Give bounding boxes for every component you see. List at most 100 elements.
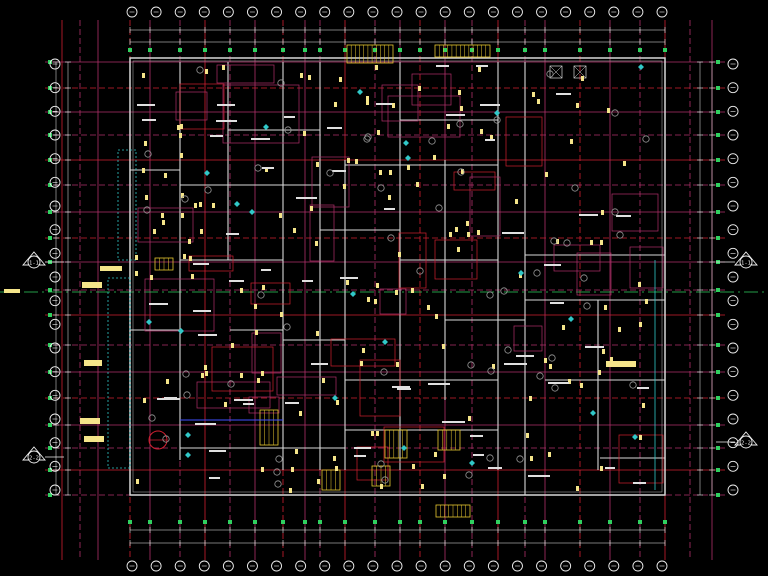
- axis-bubble-top: [367, 6, 379, 18]
- room-tag-block: [477, 230, 480, 235]
- annotation-text-bar: [302, 280, 313, 282]
- axis-bubble-left: [49, 413, 61, 425]
- dimension-node-marker: [523, 520, 527, 524]
- dimension-node-marker: [48, 313, 52, 317]
- equipment-tag-diamond: [568, 316, 574, 322]
- annotation-text-bar: [234, 399, 253, 401]
- room-tag-block: [334, 102, 337, 107]
- room-tag-block: [515, 199, 518, 204]
- room-tag-block: [375, 65, 378, 70]
- room-partition: [629, 246, 664, 289]
- room-partitions: [137, 64, 664, 484]
- dimension-node-marker: [48, 468, 52, 472]
- room-tag-block: [412, 464, 415, 469]
- annotation-text-bar: [502, 232, 524, 234]
- dimension-node-marker: [48, 343, 52, 347]
- equipment-tag-circle: [457, 168, 465, 176]
- dimension-node-marker: [398, 520, 402, 524]
- annotation-text-bar: [284, 116, 295, 118]
- room-tag-block: [240, 373, 243, 378]
- room-tag-block: [376, 431, 379, 436]
- room-tag-block: [254, 304, 257, 309]
- room-tag-block: [136, 479, 139, 484]
- axis-bubble-left: [49, 176, 61, 188]
- dimension-node-marker: [716, 370, 720, 374]
- room-tag-block: [310, 206, 313, 211]
- dimension-node-marker: [716, 86, 720, 90]
- room-tag-block: [529, 396, 532, 401]
- equipment-tag-circle: [284, 126, 292, 134]
- callout-label-block: [606, 361, 636, 367]
- annotation-text-bar: [261, 269, 271, 271]
- axis-bubble-top: [656, 6, 668, 18]
- room-tag-block: [295, 449, 298, 454]
- dimension-node-marker: [716, 468, 720, 472]
- annotation-text-bar: [198, 334, 217, 336]
- room-tag-block: [548, 452, 551, 457]
- equipment-tag-circle: [500, 287, 508, 295]
- dimension-node-marker: [716, 236, 720, 240]
- equipment-tag-circle: [143, 206, 151, 214]
- room-tag-block: [600, 466, 603, 471]
- room-tag-block: [642, 403, 645, 408]
- annotation-text-bar: [442, 421, 465, 423]
- axis-bubble-right: [727, 224, 739, 236]
- room-label-blocks: [4, 65, 649, 493]
- room-tag-block: [335, 466, 338, 471]
- room-tag-block: [280, 312, 283, 317]
- room-tag-block: [492, 364, 495, 369]
- dimension-node-marker: [48, 396, 52, 400]
- room-tag-block: [623, 161, 626, 166]
- equipment-tag-circle: [456, 120, 464, 128]
- section-marker-label: 1-1: [29, 261, 39, 267]
- dimension-node-marker: [716, 343, 720, 347]
- axis-bubble-right: [727, 129, 739, 141]
- axis-bubble-top: [150, 6, 162, 18]
- equipment-tag-circle: [148, 414, 156, 422]
- room-tag-block: [467, 232, 470, 237]
- annotation-text-bar: [488, 467, 502, 469]
- equipment-tag-circle: [548, 354, 556, 362]
- axis-bubble-bottom: [343, 560, 355, 572]
- room-tag-block: [191, 274, 194, 279]
- callout-label-block: [4, 289, 20, 293]
- axis-bubble-bottom: [512, 560, 523, 572]
- axis-bubble-left: [49, 247, 61, 259]
- axis-bubble-bottom: [391, 560, 403, 572]
- room-partition: [137, 207, 194, 243]
- equipment-tag-circle: [487, 367, 495, 375]
- room-tag-block: [396, 362, 399, 367]
- room-tag-block: [376, 283, 379, 288]
- room-tag-block: [602, 349, 605, 354]
- equipment-tag-circle: [144, 150, 152, 158]
- axis-bubble-bottom: [150, 560, 162, 572]
- section-marker-circle: [739, 435, 753, 449]
- equipment-tag-circle: [377, 184, 385, 192]
- room-tag-block: [392, 103, 395, 108]
- equipment-tag-circle: [182, 370, 190, 378]
- annotation-text-bar: [210, 135, 223, 137]
- equipment-tag-circle: [563, 239, 571, 247]
- room-tag-block: [317, 479, 320, 484]
- axis-bubble-right: [727, 342, 739, 354]
- room-partition: [379, 288, 407, 315]
- section-marker-right: 1-1: [716, 251, 758, 269]
- room-partition: [469, 176, 501, 237]
- dimension-node-marker: [716, 158, 720, 162]
- stairs-and-cores: [107, 44, 656, 518]
- equipment-tag-circle: [257, 291, 265, 299]
- dimension-node-marker: [543, 520, 547, 524]
- axis-bubble-right: [727, 153, 739, 165]
- section-marker-right: 2-2: [716, 431, 758, 449]
- annotation-text-bar: [209, 477, 220, 479]
- annotation-text-bar: [376, 103, 392, 105]
- room-tag-block: [576, 486, 579, 491]
- axis-bubble-bottom: [584, 560, 596, 572]
- dimension-node-marker: [608, 48, 612, 52]
- equipment-tag-circle: [493, 116, 501, 124]
- dimension-node-marker: [716, 313, 720, 317]
- equipment-tag-circle: [254, 164, 262, 172]
- axis-bubble-right: [727, 413, 739, 425]
- dimension-node-marker: [281, 520, 285, 524]
